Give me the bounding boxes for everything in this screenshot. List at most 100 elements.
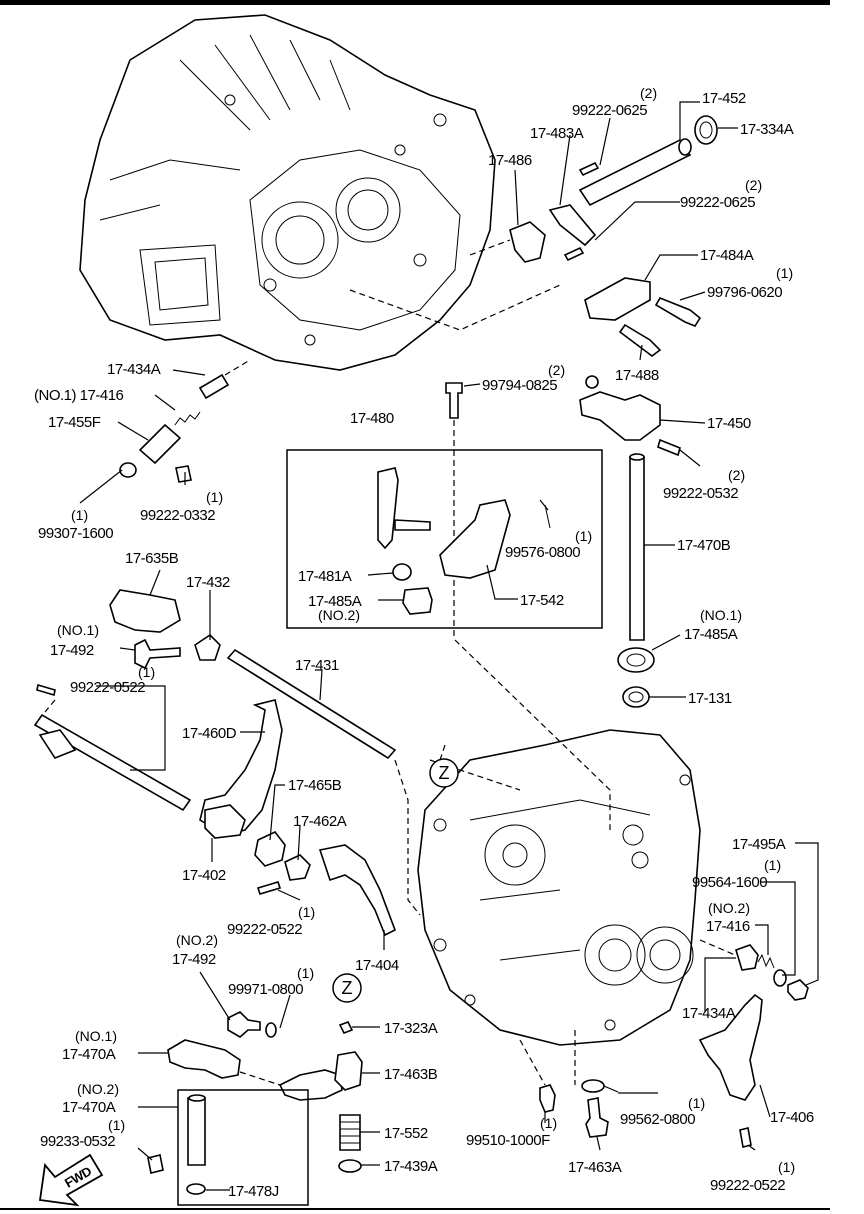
arm-17-480 [377, 467, 399, 550]
label-17-434A-top: 17-434A [107, 361, 161, 378]
seal-99564-1600 [773, 969, 787, 987]
label-17-131: 17-131 [688, 690, 732, 707]
clutch-housing [79, 14, 496, 371]
fork-17-404 [318, 844, 397, 937]
assembly-box-17-480 [286, 449, 603, 629]
qty-99233-0532: (1) [108, 1117, 125, 1133]
pin-99222-0522-c [739, 1127, 752, 1148]
bracket-17-486 [509, 221, 546, 263]
z-marker-top-text: Z [439, 763, 450, 783]
clip-17-323A [338, 1020, 354, 1035]
clip-17-432 [194, 633, 221, 661]
label-99794-0825: 99794-0825 [482, 377, 557, 394]
label-17-455F: 17-455F [48, 414, 101, 431]
fwd-arrow: FWD [38, 1153, 104, 1207]
lever-17-450 [579, 391, 661, 441]
washer-17-439A [338, 1159, 362, 1173]
z-marker-bottom-text: Z [342, 978, 353, 998]
plate-17-484A [584, 277, 651, 321]
label-99576-0800: 99576-0800 [505, 544, 580, 561]
lever-17-470A-top [167, 1039, 241, 1079]
label-99222-0332: 99222-0332 [140, 507, 215, 524]
lever-17-463B [334, 1051, 363, 1091]
clip-17-465B [254, 831, 286, 867]
label-17-480: 17-480 [350, 410, 394, 427]
label-17-334A: 17-334A [740, 121, 794, 138]
label-17-483A: 17-483A [530, 125, 584, 142]
label-17-450: 17-450 [707, 415, 751, 432]
qty-99576-0800: (1) [575, 528, 592, 544]
label-17-452: 17-452 [702, 90, 746, 107]
label-17-481A: 17-481A [298, 568, 352, 585]
label-17-488: 17-488 [615, 367, 659, 384]
bolt-17-488 [618, 323, 662, 357]
label-99307-1600: 99307-1600 [38, 525, 113, 542]
label-17-431: 17-431 [295, 657, 339, 674]
pin-99233-0532 [147, 1154, 164, 1174]
shift-rod-17-452 [578, 138, 692, 207]
qty-99510-1000F: (1) [540, 1115, 557, 1131]
label-17-470A-bottom: 17-470A [62, 1099, 116, 1116]
bracket-17-542 [439, 499, 511, 579]
rod-17-470B [629, 456, 645, 641]
assembly-box-17-470A [177, 1089, 309, 1206]
label-no2-box: (NO.2) [318, 607, 360, 623]
label-99564-1600: 99564-1600 [692, 874, 767, 891]
spring-17-434A-top [198, 373, 230, 400]
rod-17-460D [33, 713, 192, 812]
label-17-463A: 17-463A [568, 1159, 622, 1176]
label-17-470A-top: 17-470A [62, 1046, 116, 1063]
label-17-402: 17-402 [182, 867, 226, 884]
label-17-439A: 17-439A [384, 1158, 438, 1175]
label-17-485A-box: 17-485A [308, 593, 362, 610]
qty-99222-0522-c: (1) [778, 1159, 795, 1175]
label-17-552: 17-552 [384, 1125, 428, 1142]
label-17-492-bottom: 17-492 [172, 951, 216, 968]
pin-99222-0522-b [256, 881, 282, 895]
qty-99562-0800: (1) [688, 1095, 705, 1111]
qty-99796-0620: (1) [776, 265, 793, 281]
pin-99222-0625-a [578, 161, 600, 177]
label-99222-0522-c: 99222-0522 [710, 1177, 785, 1194]
qty-99794-0825: (2) [548, 362, 565, 378]
transmission-case [417, 729, 701, 1046]
label-no2-470A: (NO.2) [77, 1081, 119, 1097]
label-17-462A: 17-462A [293, 813, 347, 830]
label-99222-0522-b: 99222-0522 [227, 921, 302, 938]
label-no1-485A: (NO.1) [700, 607, 742, 623]
qty-99971-0800: (1) [297, 965, 314, 981]
qty-99222-0522-b: (1) [298, 904, 315, 920]
lever-17-483A [548, 204, 597, 247]
qty-99222-0625-a: (2) [640, 85, 657, 101]
spring-17-552 [339, 1114, 361, 1151]
plug-17-463A [585, 1097, 609, 1138]
rod-17-431 [226, 648, 397, 760]
label-17-495A: 17-495A [732, 836, 786, 853]
spring-pin-99576-0800 [544, 504, 551, 529]
seal-99307-1600 [119, 462, 137, 478]
z-marker-bottom [332, 973, 362, 1003]
label-99971-0800: 99971-0800 [228, 981, 303, 998]
bottom-border [0, 1208, 830, 1210]
label-no1-470A: (NO.1) [75, 1028, 117, 1044]
washer-99971-0800 [265, 1022, 277, 1038]
block-17-462A [284, 854, 311, 881]
label-99222-0522-a: 99222-0522 [70, 679, 145, 696]
bolt-99510-1000F [539, 1084, 556, 1113]
bolt-99794-0825 [445, 382, 463, 419]
spring-17-416-right [757, 953, 775, 969]
label-17-323A: 17-323A [384, 1020, 438, 1037]
arm-17-463B-link [278, 1069, 343, 1101]
cap-17-485A-box [402, 587, 433, 615]
label-99222-0625-b: 99222-0625 [680, 194, 755, 211]
label-99510-1000F: 99510-1000F [466, 1132, 550, 1149]
qty-99222-0332: (1) [206, 489, 223, 505]
qty-99564-1600: (1) [764, 857, 781, 873]
z-marker-top [429, 758, 459, 788]
label-no1-492: (NO.1) [57, 622, 99, 638]
label-17-492-top: 17-492 [50, 642, 94, 659]
label-17-465B: 17-465B [288, 777, 342, 794]
ring-17-478J [186, 1183, 206, 1195]
leader-lines [79, 101, 819, 1191]
